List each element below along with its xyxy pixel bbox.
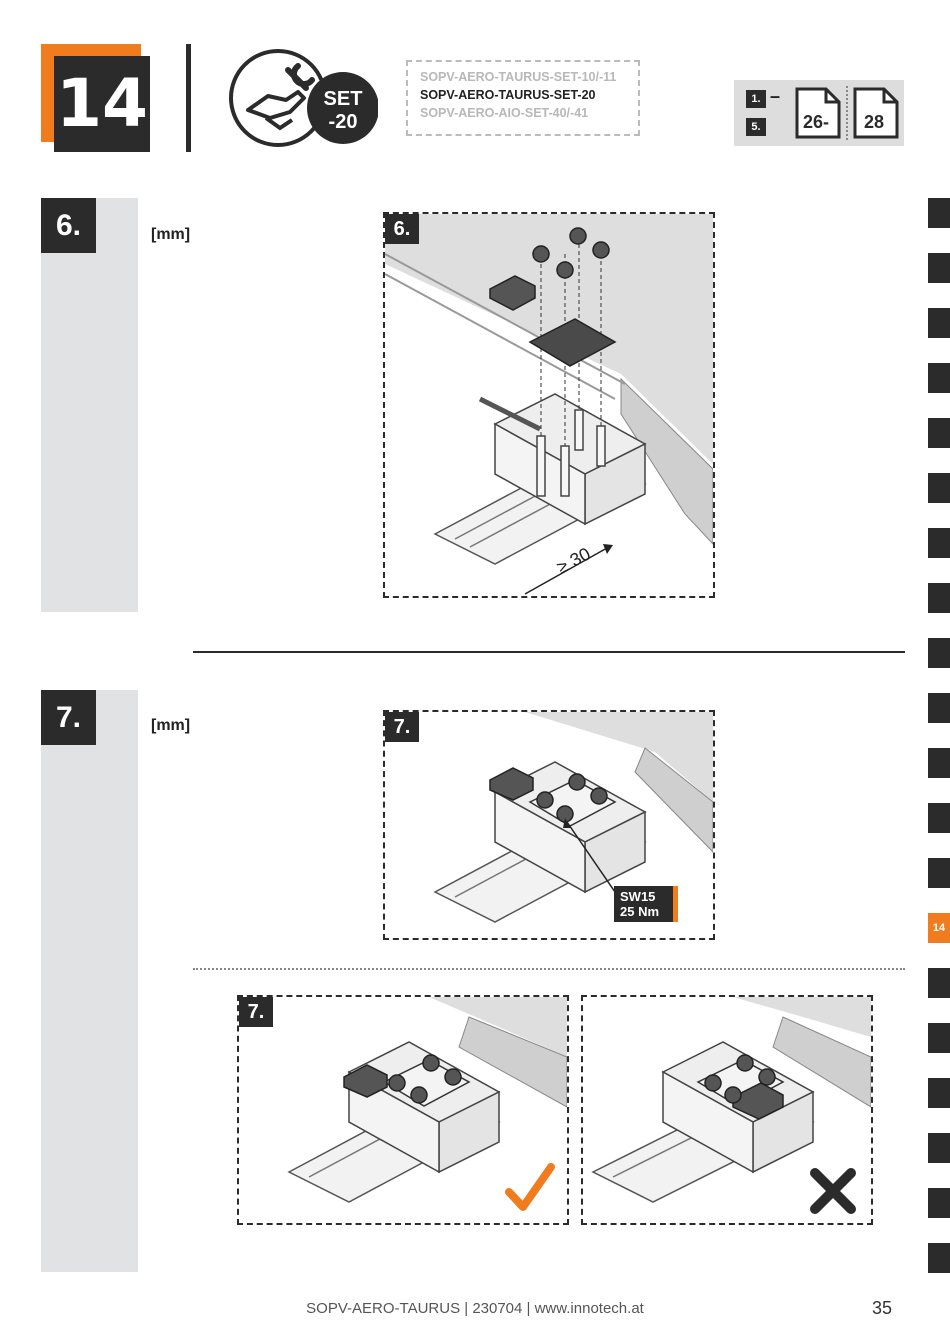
chapter-tab[interactable] (928, 253, 950, 283)
chapter-tab[interactable] (928, 748, 950, 778)
step-6-bar (41, 198, 138, 612)
chapter-tab[interactable] (928, 583, 950, 613)
chapter-tab[interactable] (928, 198, 950, 228)
step-7-figure-label: 7. (385, 712, 419, 742)
step-7-bar (41, 690, 138, 1272)
incorrect-illustration (591, 997, 871, 1214)
set-list: SOPV-AERO-TAURUS-SET-10/-11 SOPV-AERO-TA… (406, 60, 640, 136)
torque-value: 25 Nm (620, 904, 660, 919)
set-item: SOPV-AERO-TAURUS-SET-10/-11 (420, 70, 617, 84)
set-item: SOPV-AERO-AIO-SET-40/-41 (420, 106, 589, 120)
chapter-tab[interactable] (928, 1188, 950, 1218)
ref-divider (846, 86, 848, 140)
tool-badge-line1: SET (324, 88, 363, 110)
step-6-number: 6. (41, 198, 96, 253)
step-7-illustration (433, 712, 713, 923)
page-icon: 26- (795, 87, 841, 139)
ref-page-a: 26- (803, 112, 829, 132)
page-reference: 1. – 5. 26- 28 (734, 80, 904, 146)
ref-dash: – (770, 86, 781, 106)
step-6-illustration: ≥ 30 (385, 214, 713, 595)
compare-figure-label: 7. (239, 997, 273, 1027)
step-7-unit: [mm] (151, 717, 191, 734)
step-6-figure-label: 6. (385, 214, 419, 244)
correct-figure: 7. (237, 995, 569, 1225)
chapter-tab[interactable] (928, 473, 950, 503)
chapter-tab[interactable] (928, 528, 950, 558)
chapter-tab[interactable] (928, 363, 950, 393)
chapter-tab[interactable] (928, 858, 950, 888)
check-icon (505, 1163, 555, 1211)
header-divider (186, 44, 191, 152)
chapter-tab[interactable] (928, 1078, 950, 1108)
torque-label: SW15 25 Nm (614, 886, 678, 922)
page-icon: 28 (853, 87, 899, 139)
ref-from-step: 1. (746, 90, 766, 108)
wrench-hand-icon: SET -20 (229, 49, 378, 147)
step-6-figure: ≥ 30 6. (383, 212, 715, 598)
incorrect-figure (581, 995, 873, 1225)
chapter-tab[interactable] (928, 418, 950, 448)
chapter-tab[interactable] (928, 308, 950, 338)
set-item-active: SOPV-AERO-TAURUS-SET-20 (420, 88, 596, 102)
dotted-divider (193, 968, 905, 970)
chapter-tab[interactable] (928, 1243, 950, 1273)
tool-badge-line2: -20 (329, 111, 358, 133)
step-6-dimension: ≥ 30 (553, 543, 593, 577)
chapter-tab[interactable] (928, 693, 950, 723)
chapter-tab-active[interactable]: 14 (928, 913, 950, 943)
chapter-tab[interactable] (928, 1133, 950, 1163)
ref-to-step: 5. (746, 118, 766, 136)
page-number: 35 (872, 1298, 893, 1318)
correct-illustration (287, 997, 567, 1211)
cross-icon (810, 1168, 856, 1214)
section-divider (193, 651, 905, 653)
footer-text: SOPV-AERO-TAURUS | 230704 | www.innotech… (306, 1300, 644, 1317)
chapter-tab[interactable] (928, 638, 950, 668)
torque-wrench-size: SW15 (620, 889, 656, 904)
ref-page-b: 28 (864, 112, 884, 132)
chapter-tab[interactable] (928, 1023, 950, 1053)
step-6-unit: [mm] (151, 226, 191, 243)
step-7-number: 7. (41, 690, 96, 745)
chapter-tab[interactable] (928, 803, 950, 833)
chapter-tab[interactable] (928, 968, 950, 998)
step-number: 14 (54, 56, 150, 152)
